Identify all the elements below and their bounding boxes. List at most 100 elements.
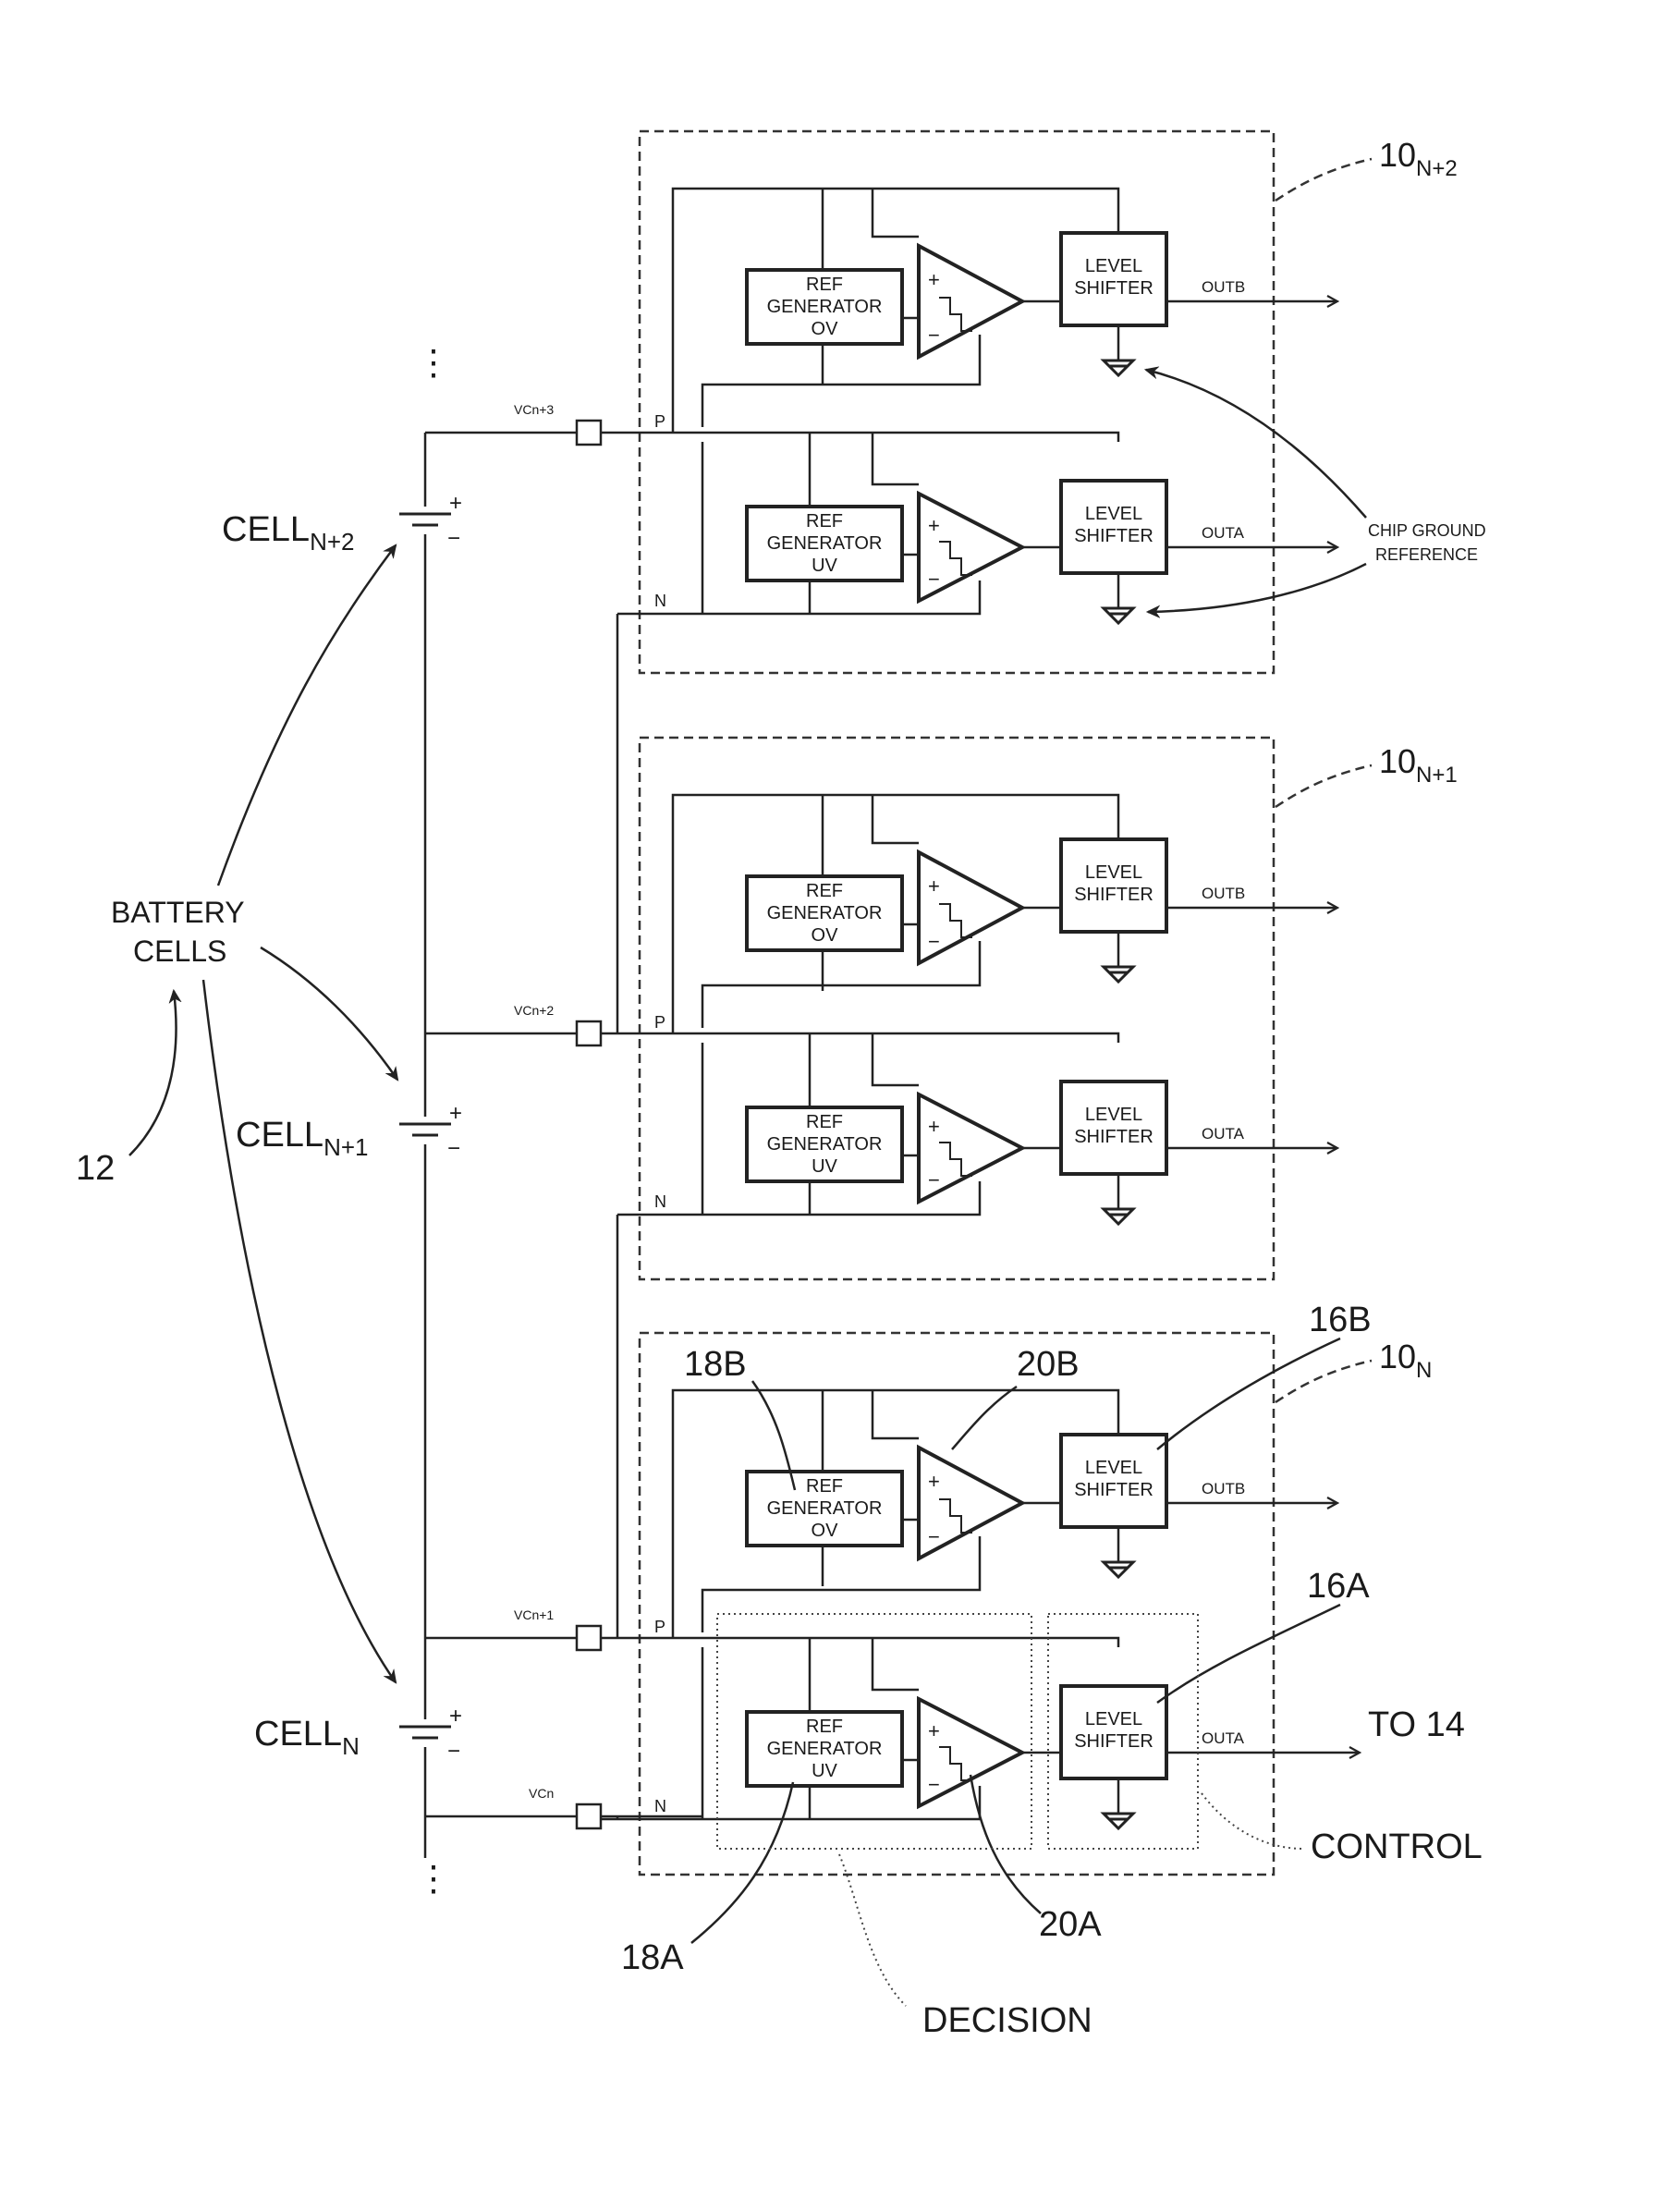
- svg-text:−: −: [928, 1773, 940, 1796]
- svg-text:CHIP GROUND: CHIP GROUND: [1368, 521, 1486, 540]
- svg-text:LEVEL: LEVEL: [1085, 256, 1142, 276]
- battery-cells-label: BATTERY: [111, 896, 245, 929]
- svg-text:VCn+1: VCn+1: [514, 1607, 554, 1622]
- svg-text:18A: 18A: [621, 1938, 684, 1977]
- svg-text:−: −: [928, 1168, 940, 1192]
- svg-text:CELLN+2: CELLN+2: [222, 510, 354, 556]
- svg-text:20A: 20A: [1039, 1905, 1102, 1944]
- svg-text:+: +: [928, 1719, 940, 1742]
- svg-text:18B: 18B: [684, 1345, 747, 1384]
- battery-symbol-n2: + −: [399, 491, 462, 551]
- svg-text:−: −: [928, 930, 940, 953]
- svg-text:−: −: [447, 1739, 460, 1764]
- svg-text:CONTROL: CONTROL: [1311, 1827, 1483, 1866]
- svg-text:SHIFTER: SHIFTER: [1074, 885, 1153, 905]
- module-label-n2: 10N+2: [1379, 136, 1458, 181]
- svg-text:P: P: [654, 412, 665, 431]
- svg-text:OV: OV: [812, 925, 839, 946]
- module-label-n: 10N: [1379, 1338, 1432, 1383]
- svg-text:LEVEL: LEVEL: [1085, 504, 1142, 524]
- svg-text:UV: UV: [812, 1761, 837, 1781]
- svg-text:SHIFTER: SHIFTER: [1074, 1127, 1153, 1147]
- arrow-to-cell-n: [203, 980, 396, 1682]
- svg-text:LEVEL: LEVEL: [1085, 1458, 1142, 1478]
- svg-text:−: −: [447, 1136, 460, 1161]
- svg-text:N: N: [654, 592, 666, 610]
- svg-text:SHIFTER: SHIFTER: [1074, 1480, 1153, 1500]
- svg-text:SHIFTER: SHIFTER: [1074, 1731, 1153, 1752]
- svg-text:LEVEL: LEVEL: [1085, 1105, 1142, 1125]
- svg-text:+: +: [449, 491, 462, 516]
- svg-text:16A: 16A: [1307, 1567, 1370, 1606]
- svg-text:16B: 16B: [1309, 1301, 1372, 1339]
- svg-text:VCn: VCn: [529, 1786, 554, 1801]
- svg-text:CELLN: CELLN: [254, 1715, 360, 1760]
- battery-stack: + − + − + − ⋮ ⋮: [399, 344, 577, 1899]
- battery-symbol-n: + −: [399, 1704, 462, 1764]
- svg-text:GENERATOR: GENERATOR: [767, 1739, 883, 1759]
- svg-text:REF: REF: [806, 275, 843, 295]
- svg-text:GENERATOR: GENERATOR: [767, 1498, 883, 1519]
- svg-text:+: +: [928, 1470, 940, 1493]
- svg-text:N: N: [654, 1797, 666, 1815]
- svg-text:GENERATOR: GENERATOR: [767, 533, 883, 554]
- ellipsis-top: ⋮: [416, 344, 451, 383]
- svg-text:−: −: [928, 324, 940, 347]
- cell-label-n2: CELLN+2: [222, 510, 354, 556]
- svg-text:−: −: [928, 1525, 940, 1548]
- svg-text:−: −: [447, 526, 460, 551]
- cell-label-n1: CELLN+1: [236, 1116, 368, 1161]
- ellipsis-bottom: ⋮: [416, 1860, 451, 1899]
- ref-12: 12: [76, 1149, 115, 1188]
- svg-text:OUTB: OUTB: [1202, 885, 1245, 902]
- svg-text:GENERATOR: GENERATOR: [767, 1134, 883, 1155]
- svg-text:VCn+2: VCn+2: [514, 1003, 554, 1018]
- decision-group: DECISION: [717, 1614, 1092, 2040]
- svg-text:+: +: [928, 268, 940, 291]
- svg-text:LEVEL: LEVEL: [1085, 862, 1142, 883]
- svg-text:REFERENCE: REFERENCE: [1375, 545, 1478, 564]
- to-14-label: TO 14: [1368, 1705, 1465, 1744]
- monitor-modules: 10N+2VCn+3PREFGENERATOROV+−LEVELSHIFTERO…: [514, 131, 1458, 1875]
- vc-terminal-bottom: VCn: [529, 1786, 702, 1828]
- svg-text:LEVEL: LEVEL: [1085, 1709, 1142, 1729]
- svg-text:REF: REF: [806, 1112, 843, 1132]
- svg-text:+: +: [449, 1101, 462, 1126]
- svg-text:+: +: [449, 1704, 462, 1729]
- svg-text:OV: OV: [812, 1521, 839, 1541]
- svg-text:N: N: [654, 1192, 666, 1211]
- arrow-to-cell-n1: [261, 947, 397, 1080]
- svg-text:+: +: [928, 1115, 940, 1138]
- svg-text:20B: 20B: [1017, 1345, 1080, 1384]
- svg-text:GENERATOR: GENERATOR: [767, 297, 883, 317]
- battery-symbol-n1: + −: [399, 1101, 462, 1161]
- svg-text:CELLN+1: CELLN+1: [236, 1116, 368, 1161]
- svg-text:OUTA: OUTA: [1202, 524, 1245, 542]
- svg-text:VCn+3: VCn+3: [514, 402, 554, 417]
- svg-text:+: +: [928, 874, 940, 898]
- svg-text:OUTA: OUTA: [1202, 1125, 1245, 1143]
- module-label-n1: 10N+1: [1379, 742, 1458, 788]
- svg-text:OUTB: OUTB: [1202, 278, 1245, 296]
- arrow-to-cell-n2: [218, 545, 396, 886]
- svg-text:UV: UV: [812, 556, 837, 576]
- svg-text:OUTB: OUTB: [1202, 1480, 1245, 1497]
- chip-ground-reference: CHIP GROUND REFERENCE: [1146, 370, 1486, 612]
- svg-text:−: −: [928, 568, 940, 591]
- svg-text:P: P: [654, 1618, 665, 1636]
- svg-text:GENERATOR: GENERATOR: [767, 903, 883, 923]
- arrow-12: [129, 991, 177, 1155]
- svg-text:DECISION: DECISION: [922, 2001, 1092, 2040]
- svg-text:UV: UV: [812, 1156, 837, 1177]
- svg-text:REF: REF: [806, 881, 843, 901]
- svg-text:REF: REF: [806, 1717, 843, 1737]
- svg-text:P: P: [654, 1013, 665, 1032]
- svg-text:SHIFTER: SHIFTER: [1074, 526, 1153, 546]
- svg-text:REF: REF: [806, 1476, 843, 1497]
- svg-text:REF: REF: [806, 511, 843, 532]
- svg-text:+: +: [928, 514, 940, 537]
- svg-text:OV: OV: [812, 319, 839, 339]
- battery-cells-label-2: CELLS: [133, 935, 226, 968]
- svg-text:OUTA: OUTA: [1202, 1729, 1245, 1747]
